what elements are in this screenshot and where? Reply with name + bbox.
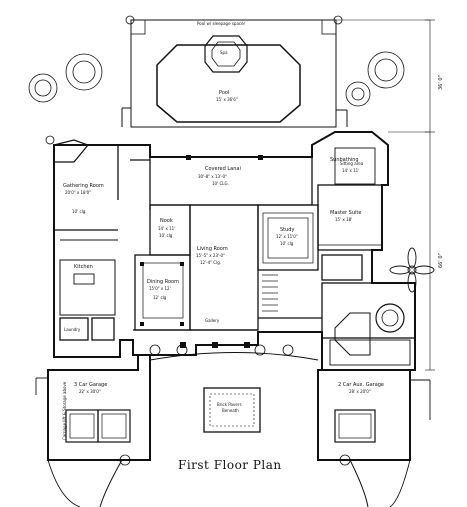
gathering-room-clg: 10' clg. <box>72 209 87 214</box>
living-room-label: Living Room <box>197 246 228 252</box>
gathering-room-dim: 20'0" x 18'0" <box>65 190 92 195</box>
lanai-clg: 10' CLG. <box>212 181 229 186</box>
pool-outline <box>156 44 301 123</box>
flower-ornament <box>389 247 435 293</box>
sitting-area-label: Sitting area <box>340 161 364 166</box>
gallery-label: Gallery <box>205 318 220 323</box>
laundry-label: Laundry <box>64 327 81 332</box>
garage-2-label: 2 Car Aux. Garage <box>338 382 385 388</box>
brick-pavers <box>203 387 261 433</box>
spa <box>204 35 248 73</box>
study-label: Study <box>280 227 295 233</box>
pool-label: Pool <box>219 90 230 96</box>
study-clg: 10' clg <box>280 241 294 246</box>
lanai-dim: 30'-8" x 13'-0" <box>198 174 227 179</box>
nook-dim: 14' x 11' <box>158 226 176 231</box>
tree-left-2 <box>28 73 58 103</box>
right-total-dim: 66' 0" <box>438 253 444 268</box>
tree-right-2 <box>345 81 371 107</box>
garage-3-dim: 22' x 30'0" <box>79 389 101 394</box>
spa-label: Spa <box>220 50 228 55</box>
master-suite-label: Master Suite <box>330 210 362 216</box>
gathering-room-label: Gathering Room <box>63 183 104 189</box>
master-suite-dim: 15' x 18' <box>335 217 353 222</box>
study-dim: 12' x 11'0" <box>276 234 298 239</box>
dining-room-clg: 12' clg <box>153 295 167 300</box>
plan-title: First Floor Plan <box>178 458 282 472</box>
nook-clg: 10' clg <box>159 233 173 238</box>
garage-2-dim: 28' x 20'0" <box>349 389 371 394</box>
brick-pavers-label: Brick Pavers <box>217 402 242 407</box>
garage-side-note: Carriage lift & Storage above <box>62 381 67 440</box>
dining-room-label: Dining Room <box>147 279 179 285</box>
tree-right-1 <box>367 51 405 89</box>
sitting-area-dim: 14' x 11' <box>342 168 360 173</box>
pool-enclosure <box>130 19 337 128</box>
pool-dim: 15' x 36'6" <box>216 97 238 102</box>
living-room-dim: 15'-5" x 23'-0" <box>196 253 225 258</box>
lanai-label: Covered Lanai <box>205 166 241 172</box>
terrace-label: Sunbathing <box>330 157 359 163</box>
kitchen-label: Kitchen <box>74 264 93 270</box>
garage-3-label: 3 Car Garage <box>74 382 108 388</box>
brick-pavers-note: Beneath <box>222 408 239 413</box>
right-width-dim: 36' 0" <box>438 75 444 90</box>
nook-label: Nook <box>160 218 173 224</box>
dining-room-dim: 15'0" x 12' <box>149 286 171 291</box>
living-room-clg: 12'-4" Clg. <box>200 260 222 265</box>
pool-area-label: Pool w/ sleepage spacer <box>197 21 246 26</box>
tree-left-1 <box>65 53 103 91</box>
